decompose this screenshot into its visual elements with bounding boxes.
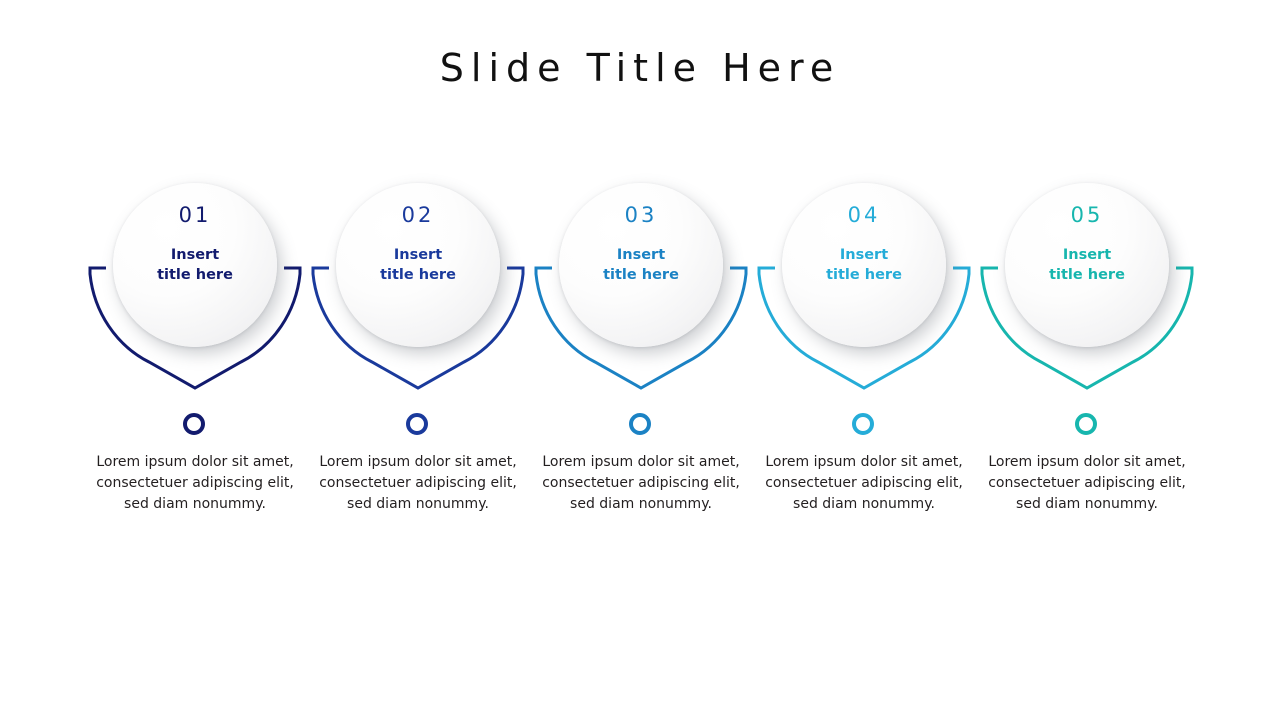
stage-column: 04 Insert title here Lorem ipsum dolor s…	[752, 0, 976, 720]
stage-title: Insert title here	[826, 247, 902, 283]
stage-number: 05	[1070, 203, 1104, 227]
timeline-node[interactable]	[629, 413, 651, 435]
stage-column: 02 Insert title here Lorem ipsum dolor s…	[306, 0, 530, 720]
stage-number: 03	[624, 203, 658, 227]
timeline-node[interactable]	[406, 413, 428, 435]
timeline-node[interactable]	[1075, 413, 1097, 435]
stage-number: 01	[178, 203, 212, 227]
stage-bubble[interactable]: 04 Insert title here	[782, 183, 946, 347]
stage-caption: Lorem ipsum dolor sit amet, consectetuer…	[96, 454, 294, 512]
stage-bubble[interactable]: 05 Insert title here	[1005, 183, 1169, 347]
stage-column: 03 Insert title here Lorem ipsum dolor s…	[529, 0, 753, 720]
page-title: Slide Title Here	[439, 46, 841, 90]
stage-caption: Lorem ipsum dolor sit amet, consectetuer…	[765, 454, 963, 512]
stage-number: 02	[401, 203, 435, 227]
timeline-node[interactable]	[852, 413, 874, 435]
timeline-node[interactable]	[183, 413, 205, 435]
stage-title: Insert title here	[1049, 247, 1125, 283]
stage-caption: Lorem ipsum dolor sit amet, consectetuer…	[542, 454, 740, 512]
stage-column: 01 Insert title here Lorem ipsum dolor s…	[83, 0, 307, 720]
stage-title: Insert title here	[603, 247, 679, 283]
stage-number: 04	[847, 203, 881, 227]
stage-bubble[interactable]: 02 Insert title here	[336, 183, 500, 347]
stage-title: Insert title here	[157, 247, 233, 283]
stage-bubble[interactable]: 01 Insert title here	[113, 183, 277, 347]
stage-column: 05 Insert title here Lorem ipsum dolor s…	[975, 0, 1199, 720]
stage-bubble[interactable]: 03 Insert title here	[559, 183, 723, 347]
stage-title: Insert title here	[380, 247, 456, 283]
stage-caption: Lorem ipsum dolor sit amet, consectetuer…	[988, 454, 1186, 512]
stage-caption: Lorem ipsum dolor sit amet, consectetuer…	[319, 454, 517, 512]
